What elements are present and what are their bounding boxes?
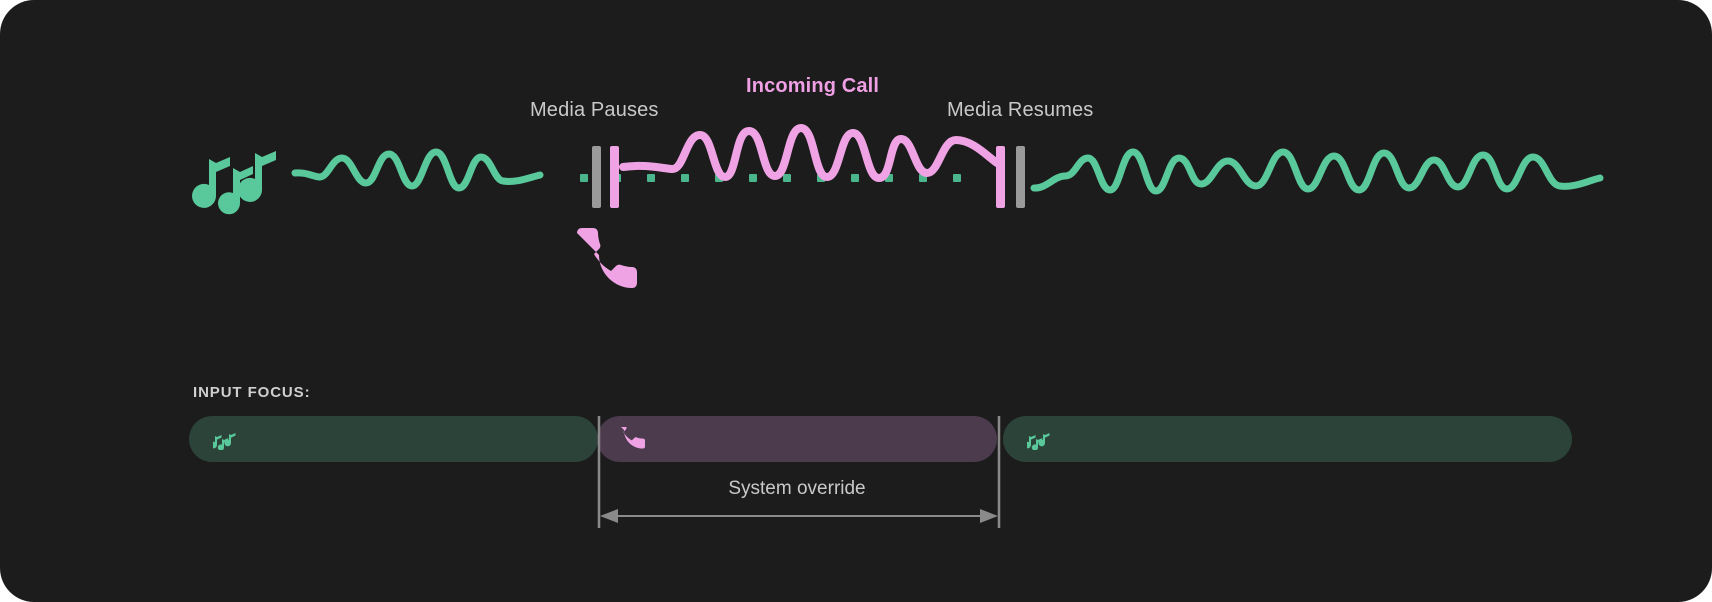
system-override-label: System override <box>728 478 866 499</box>
music-notes-icon <box>192 151 276 215</box>
media-waveform-before <box>291 148 544 192</box>
media-waveform-after <box>1030 148 1604 195</box>
audio-timeline: Media Pauses Incoming Call Media Resumes <box>192 75 1604 288</box>
resume-divider-pink-right <box>996 146 1005 208</box>
phone-icon <box>577 228 637 288</box>
timeline-waveforms <box>192 124 1604 288</box>
music-notes-icon <box>1024 428 1053 451</box>
override-arrow-head-right <box>980 509 998 523</box>
input-focus-title: INPUT FOCUS: <box>193 384 311 401</box>
call-waveform <box>619 124 1001 182</box>
pause-divider-gray-left <box>592 146 601 208</box>
phone-icon <box>615 418 646 451</box>
input-focus-bar-media-2[interactable] <box>1003 416 1572 462</box>
label-media-resumes: Media Resumes <box>947 99 1094 121</box>
input-focus-bar-call[interactable] <box>597 416 997 462</box>
resume-divider-gray-right <box>1016 146 1025 208</box>
label-incoming-call: Incoming Call <box>746 75 880 97</box>
music-notes-icon <box>210 428 239 451</box>
override-arrow-head-left <box>600 509 618 523</box>
input-focus-bars <box>0 416 1712 462</box>
input-focus-bar-media-1[interactable] <box>189 416 598 462</box>
label-media-pauses: Media Pauses <box>530 99 659 121</box>
pause-divider-pink-left <box>610 146 619 208</box>
